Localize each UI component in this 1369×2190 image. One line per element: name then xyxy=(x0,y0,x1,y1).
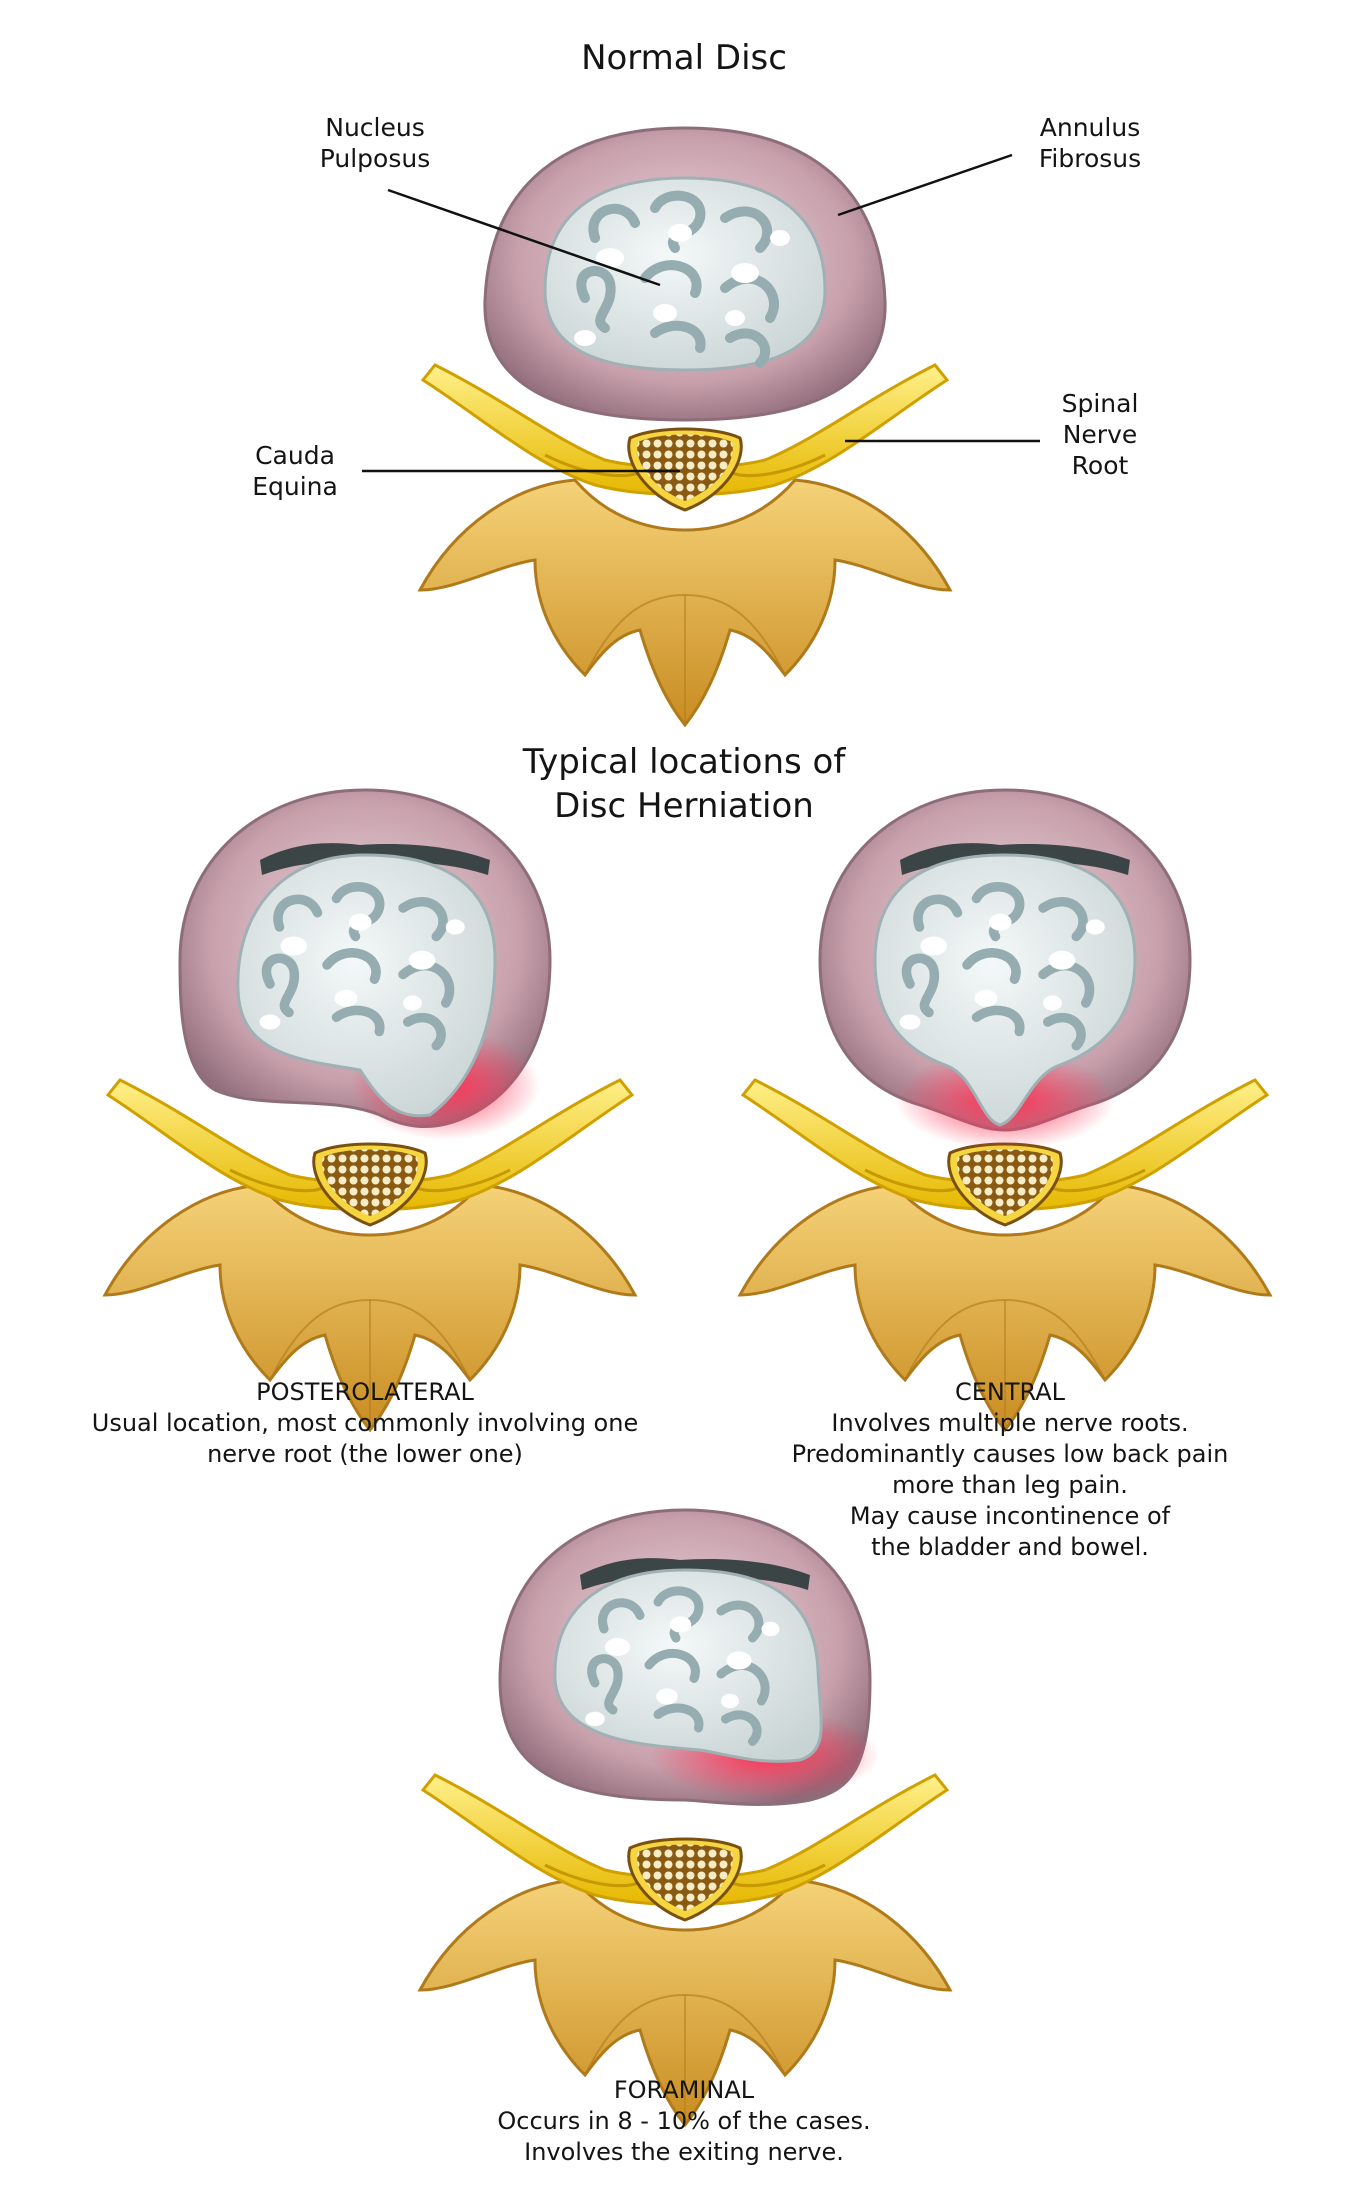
spinal-label-line-2: Nerve xyxy=(1062,420,1138,449)
herniation-title: Typical locations of Disc Herniation xyxy=(434,740,934,828)
posterolateral-line-1: Usual location, most commonly involving … xyxy=(91,1409,639,1437)
spinal-label-line-3: Root xyxy=(1071,451,1129,480)
annulus-fibrosus-label: Annulus Fibrosus xyxy=(1015,112,1165,174)
central-caption: CENTRAL Involves multiple nerve roots. P… xyxy=(770,1377,1250,1563)
nucleus-leader-line xyxy=(387,188,661,287)
central-line-3: more than leg pain. xyxy=(892,1471,1128,1499)
foraminal-caption: FORAMINAL Occurs in 8 - 10% of the cases… xyxy=(434,2075,934,2168)
posterolateral-line-2: nerve root (the lower one) xyxy=(207,1440,523,1468)
central-line-4: May cause incontinence of xyxy=(849,1502,1171,1530)
nucleus-label-line-2: Pulposus xyxy=(319,144,431,173)
annulus-label-line-2: Fibrosus xyxy=(1038,144,1142,173)
posterolateral-nucleus xyxy=(236,853,497,1118)
posterolateral-heading: POSTEROLATERAL xyxy=(256,1378,474,1406)
herniation-title-line-1: Typical locations of xyxy=(522,742,846,782)
central-line-2: Predominantly causes low back pain xyxy=(791,1440,1229,1468)
foraminal-line-2: Involves the exiting nerve. xyxy=(524,2138,844,2166)
cauda-label-line-1: Cauda xyxy=(255,441,335,470)
posterolateral-caption: POSTEROLATERAL Usual location, most comm… xyxy=(60,1377,670,1470)
normal-disc-figure xyxy=(362,126,1040,727)
cauda-label-line-2: Equina xyxy=(252,472,338,501)
central-line-1: Involves multiple nerve roots. xyxy=(831,1409,1189,1437)
normal-disc-title: Normal Disc xyxy=(581,38,787,78)
herniation-title-line-2: Disc Herniation xyxy=(554,786,814,826)
nucleus-pulposus-label: Nucleus Pulposus xyxy=(300,112,450,174)
central-heading: CENTRAL xyxy=(954,1378,1066,1406)
foraminal-heading: FORAMINAL xyxy=(613,2076,755,2104)
foraminal-line-1: Occurs in 8 - 10% of the cases. xyxy=(497,2107,871,2135)
central-line-5: the bladder and bowel. xyxy=(871,1533,1149,1561)
spinal-nerve-root-label: Spinal Nerve Root xyxy=(1040,388,1160,481)
cauda-equina-label: Cauda Equina xyxy=(230,440,360,502)
central-figure xyxy=(738,788,1272,1432)
foraminal-figure xyxy=(418,1508,952,2127)
nucleus-pulposus xyxy=(543,176,827,372)
central-nucleus xyxy=(873,853,1137,1127)
annulus-leader-line xyxy=(837,153,1013,217)
spinal-label-line-1: Spinal xyxy=(1061,389,1139,418)
posterolateral-figure xyxy=(103,788,637,1432)
nucleus-label-line-1: Nucleus xyxy=(325,113,425,142)
annulus-label-line-1: Annulus xyxy=(1039,113,1141,142)
